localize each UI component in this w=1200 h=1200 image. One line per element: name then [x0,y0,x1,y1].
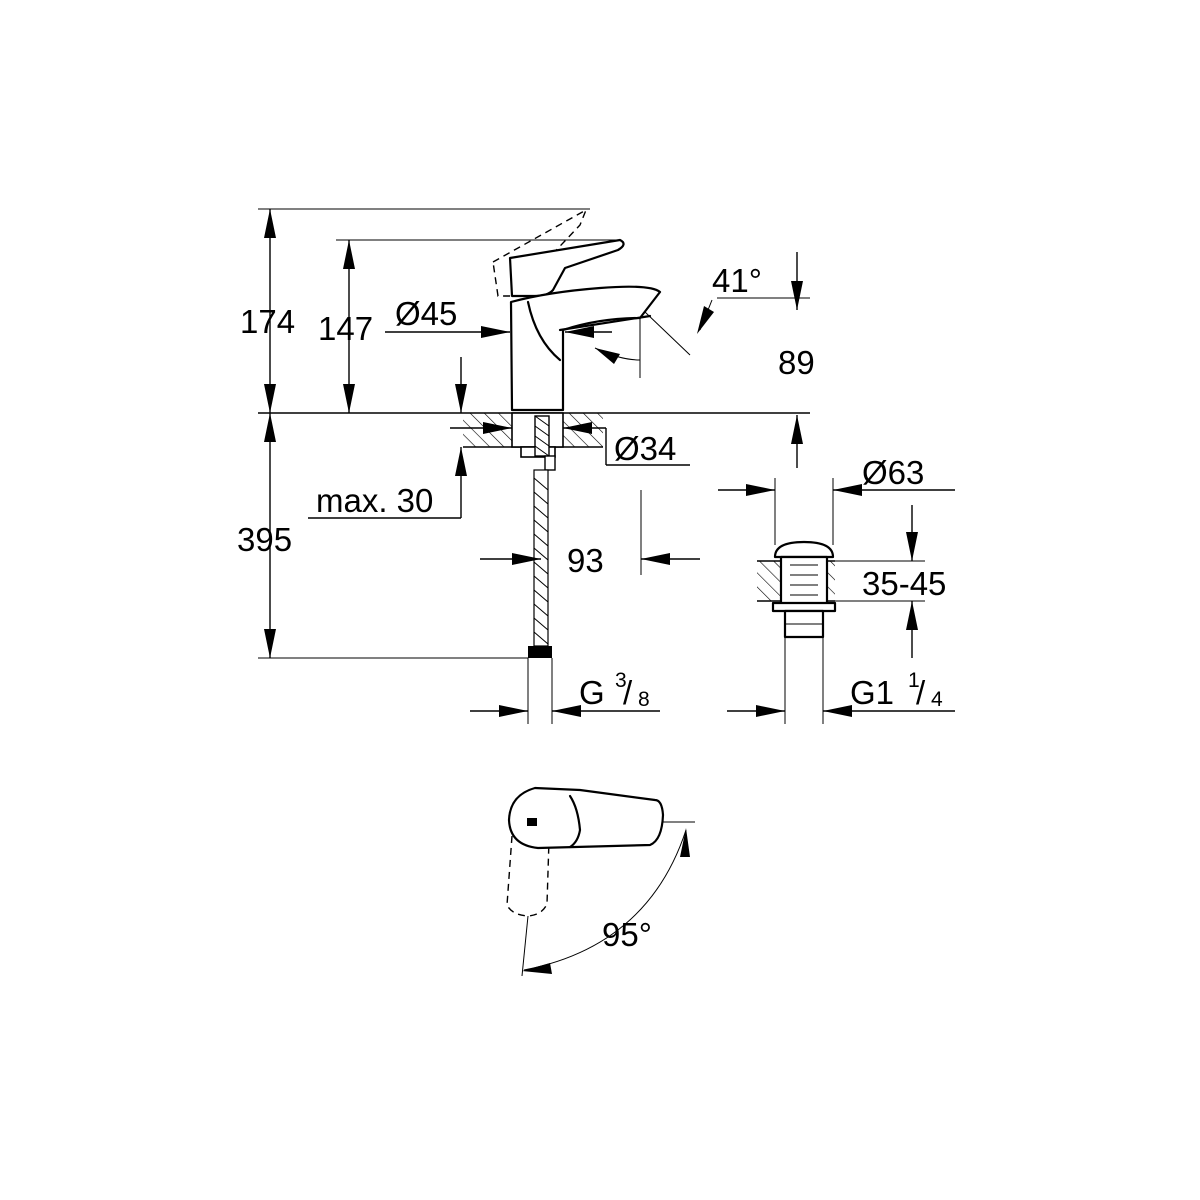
dim-spout-height: 89 [778,344,815,468]
label-hole-diameter: Ø34 [614,430,676,467]
dim-handle-rotation: 95° [522,828,690,974]
label-waste-thread-base: G1 [850,674,894,711]
waste-body [779,555,829,607]
waste-cap [773,540,835,559]
dim-hole-diameter: Ø34 [450,422,690,467]
popup-waste-view [757,540,837,724]
label-inlet-thread-base: G [579,674,605,711]
deck-section [463,412,603,458]
top-view-body [507,786,665,850]
dim-spout-angle: 41° [594,252,810,378]
supply-hose [528,415,556,658]
dim-hose-length: 395 [237,413,528,659]
label-waste-range: 35-45 [862,565,946,602]
faucet-top-view [506,786,695,977]
label-waste-thread-den: 4 [931,688,943,711]
label-waste-diameter: Ø63 [862,454,924,491]
waste-nut [771,601,837,613]
dim-waste-diameter: Ø63 [718,454,955,545]
dim-spout-reach: 93 [480,490,700,579]
label-handle-rotation: 95° [602,916,652,953]
label-total-height: 174 [240,303,295,340]
label-spout-reach: 93 [567,542,604,579]
faucet-body [509,285,662,412]
label-inlet-thread-den: 8 [638,688,650,711]
dim-total-height: 174 [240,208,590,413]
spout-tip [558,314,652,332]
dim-handle-height: 147 [318,239,620,413]
rotated-handle-outline [506,835,550,917]
label-spout-diameter: Ø45 [395,295,457,332]
fraction-slash: / [916,674,926,711]
label-inlet-thread-num: 3 [615,669,627,692]
label-deck-thickness: max. 30 [316,482,433,519]
body-inner-curve [526,300,562,362]
label-waste-thread-num: 1 [908,669,920,692]
dim-deck-thickness: max. 30 [308,357,467,519]
fraction-slash: / [623,674,633,711]
dim-spout-diameter: Ø45 [385,295,612,338]
dim-waste-range: 35-45 [835,505,946,658]
label-hose-length: 395 [237,521,292,558]
label-handle-height: 147 [318,310,373,347]
label-spout-angle: 41° [712,262,762,299]
dim-inlet-thread: G 3 / 8 [470,658,660,724]
label-spout-height: 89 [778,344,815,381]
faucet-side-view [492,208,662,412]
dim-waste-thread: G1 1 / 4 [727,669,955,717]
